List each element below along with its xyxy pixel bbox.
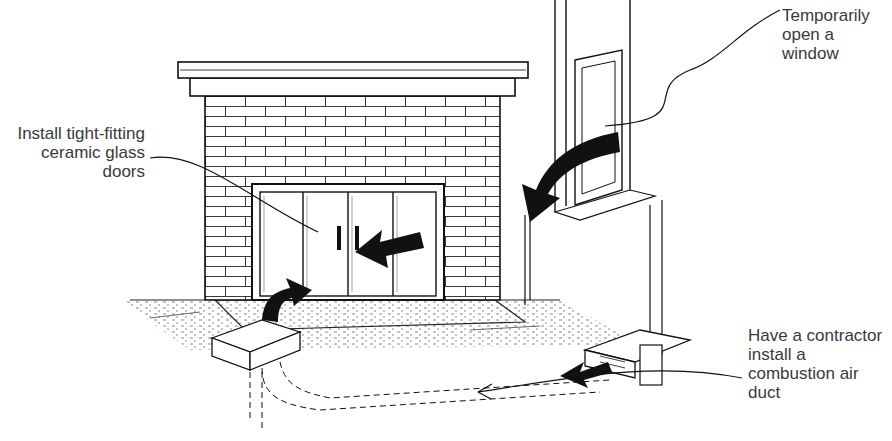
- fireplace-part: [178, 62, 528, 78]
- glass-doors: [252, 184, 444, 300]
- fireplace: [178, 62, 528, 300]
- air-duct-part: [640, 345, 662, 385]
- window-part: [582, 61, 615, 194]
- leader-line-part: [478, 371, 742, 392]
- fireplace-part: [190, 78, 515, 96]
- airflow-arrow-part: [560, 362, 612, 388]
- window-part: [575, 50, 622, 205]
- glass-doors-part: [337, 226, 341, 250]
- callout-label: Have a contractor install a combustion a…: [748, 326, 888, 402]
- window-part: [555, 0, 630, 212]
- air-duct-part: [250, 362, 610, 430]
- airflow-arrow-part: [522, 132, 620, 222]
- leader-line-part: [478, 384, 492, 399]
- leader-line-part: [150, 157, 318, 232]
- floor: [120, 300, 640, 350]
- window-part: [555, 190, 655, 220]
- air-duct: [212, 320, 690, 430]
- fireplace-part: [205, 96, 500, 300]
- air-duct-part: [212, 338, 250, 370]
- glass-doors-part: [252, 184, 444, 300]
- glass-doors-part: [355, 226, 359, 250]
- airflow-arrow: [262, 132, 620, 388]
- callout-label: Install tight-fitting ceramic glass door…: [10, 124, 145, 181]
- window: [555, 0, 655, 220]
- air-duct-part: [250, 332, 300, 370]
- callout-label: Temporarily open a window: [782, 6, 887, 63]
- floor-part: [120, 300, 640, 350]
- airflow-arrow-part: [355, 230, 424, 268]
- fireplace-part: [180, 70, 526, 71]
- airflow-arrow-part: [262, 278, 312, 322]
- leader-line-part: [605, 10, 780, 126]
- leader-line: [150, 10, 780, 399]
- glass-doors-part: [260, 192, 436, 296]
